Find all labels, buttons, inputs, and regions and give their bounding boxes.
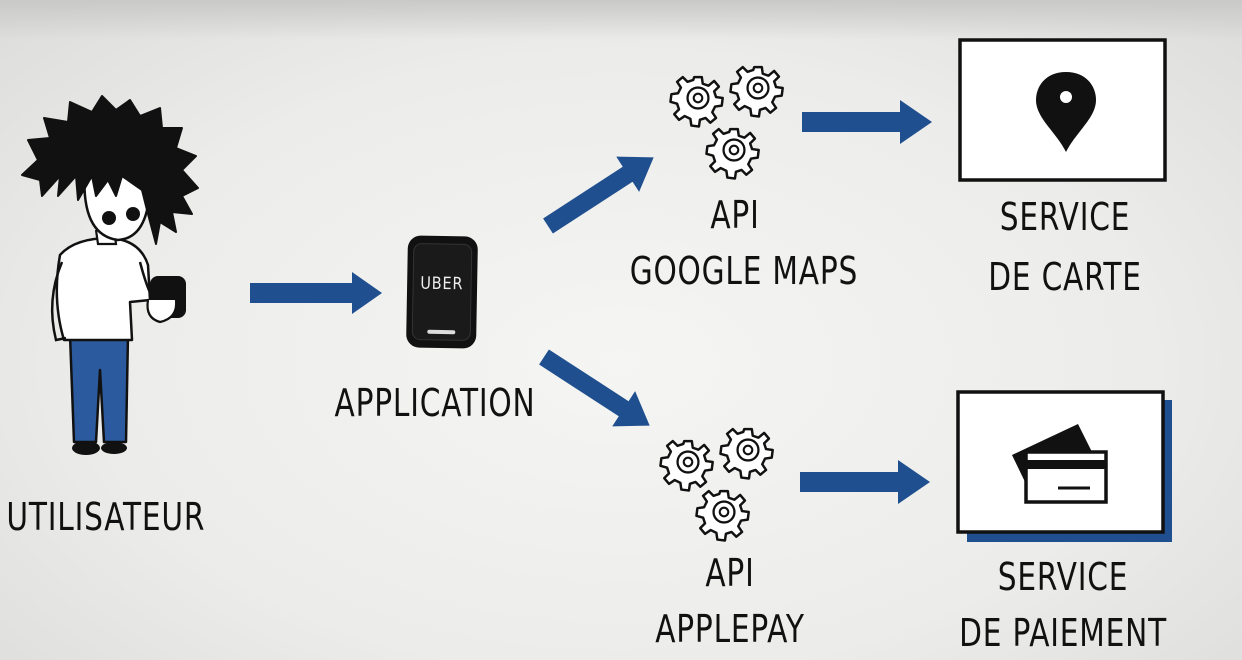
arrow-app-to-pay-api bbox=[539, 349, 650, 427]
phone-icon bbox=[406, 235, 478, 349]
user-label: UTILISATEUR bbox=[6, 495, 206, 539]
payment-service-label-line2: DE PAIEMENT bbox=[959, 611, 1168, 655]
gears-icon-pay bbox=[659, 427, 774, 542]
credit-card-icon bbox=[1012, 424, 1108, 504]
arrow-pay-api-to-service bbox=[800, 460, 930, 504]
person-illustration bbox=[21, 95, 199, 455]
arrow-maps-api-to-service bbox=[802, 100, 932, 144]
app-label: APPLICATION bbox=[334, 381, 536, 425]
payment-service-box bbox=[956, 390, 1172, 542]
api-maps-label-line1: API bbox=[710, 193, 760, 237]
map-service-label-line1: SERVICE bbox=[999, 195, 1131, 239]
map-service-box bbox=[958, 38, 1167, 182]
api-pay-label-line2: APPLEPAY bbox=[655, 607, 805, 651]
arrow-user-to-app bbox=[250, 272, 382, 314]
payment-service-label-line1: SERVICE bbox=[997, 555, 1129, 599]
api-maps-label-line2: GOOGLE MAPS bbox=[629, 249, 859, 293]
gears-icon-maps bbox=[669, 65, 784, 180]
api-pay-label-line1: API bbox=[705, 551, 755, 595]
phone-brand-label: UBER bbox=[420, 273, 464, 295]
arrow-app-to-maps-api bbox=[543, 156, 654, 234]
map-pin-icon bbox=[1036, 72, 1096, 152]
map-service-label-line2: DE CARTE bbox=[988, 255, 1142, 299]
top-shadow bbox=[0, 0, 1242, 40]
